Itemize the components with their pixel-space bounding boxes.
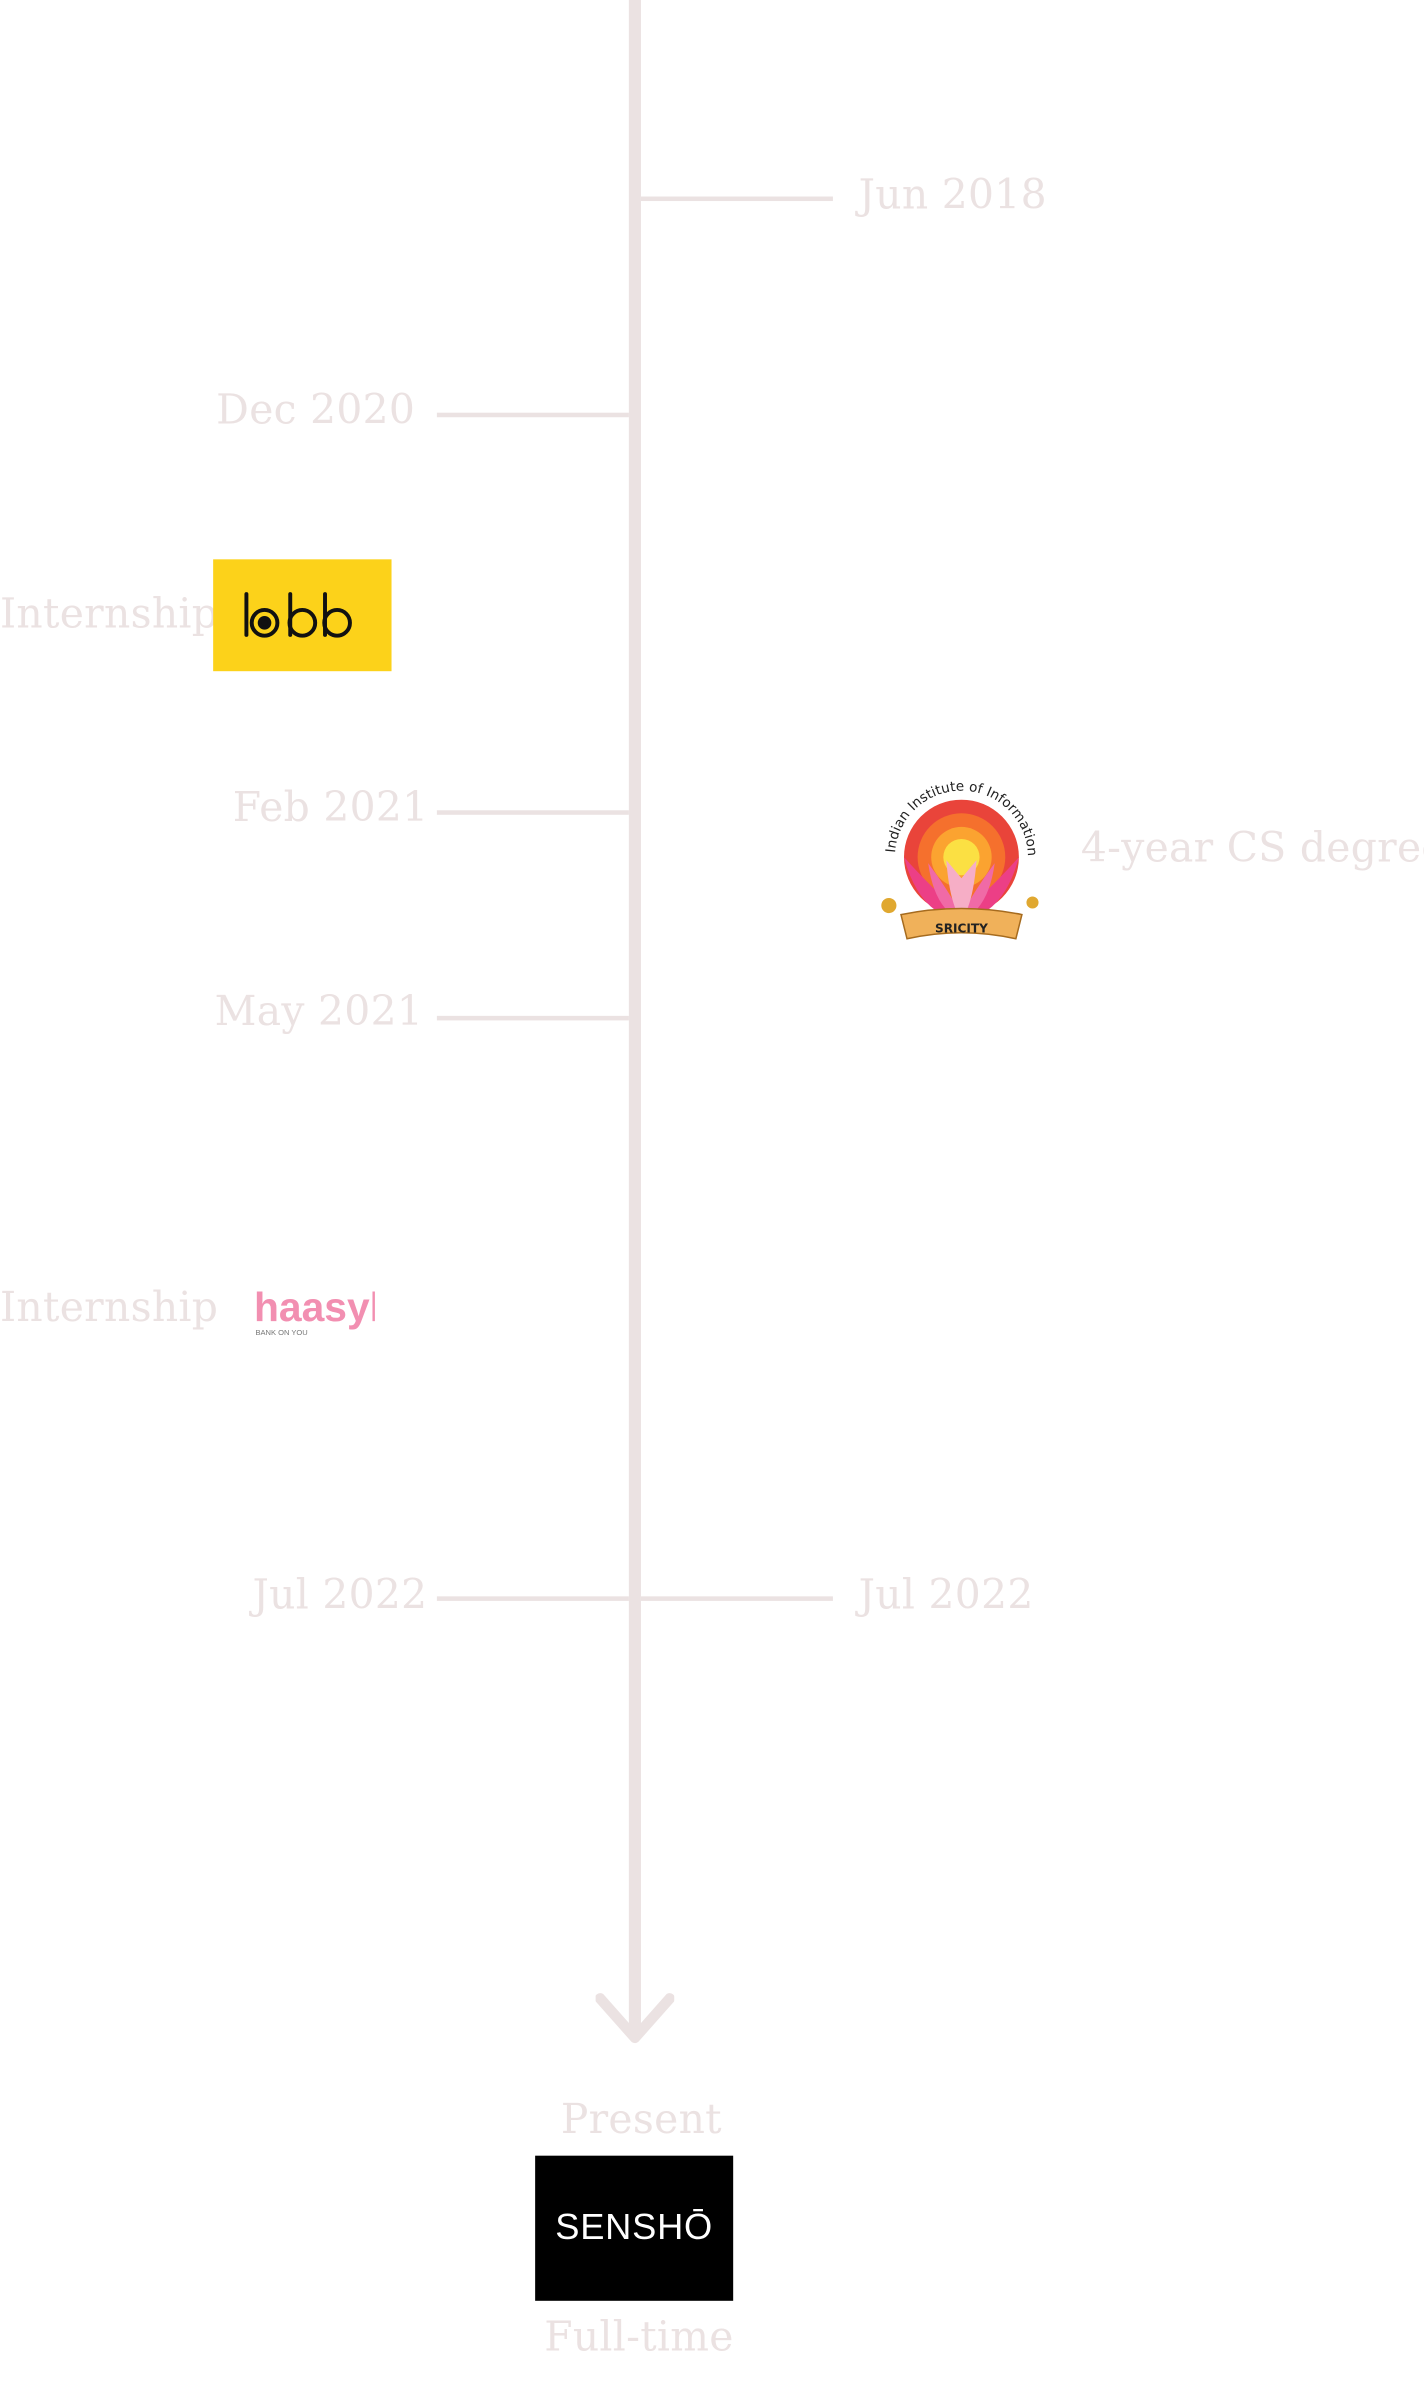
tick-jun-2018 (640, 196, 833, 202)
date-present: Present (560, 2096, 722, 2144)
arrow-down-icon (595, 1993, 675, 2044)
date-feb-2021: Feb 2021 (232, 784, 429, 832)
tick-jul-2022-left (436, 1596, 629, 1601)
date-may-2021: May 2021 (214, 988, 424, 1036)
date-jul-2022-right: Jul 2022 (858, 1572, 1034, 1620)
tick-jul-2022-right (640, 1596, 833, 1601)
sensho-logo: SENSHŌ (535, 2155, 734, 2301)
role-sensho: Full-time (544, 2314, 734, 2362)
date-dec-2020: Dec 2020 (216, 386, 416, 434)
role-iiit: 4-year CS degree (1080, 825, 1424, 873)
sensho-logo-text: SENSHŌ (555, 2207, 714, 2248)
timeline-axis (628, 0, 641, 2038)
tick-may-2021 (436, 1015, 629, 1021)
date-jul-2022-left: Jul 2022 (252, 1572, 428, 1620)
haasyl-logo: haasyl BANK ON YOU (251, 1279, 381, 1342)
tick-feb-2021 (436, 810, 629, 815)
haasyl-logo-text: haasyl (254, 1284, 375, 1330)
role-lobb: Internship (0, 591, 219, 638)
lobb-logo (213, 559, 392, 672)
role-haasyl: Internship (0, 1284, 219, 1332)
tick-dec-2020 (436, 412, 629, 418)
iiit-banner-text: SRICITY (935, 922, 988, 936)
iiit-logo: Indian Institute of Information Technolo… (869, 751, 1048, 941)
haasyl-logo-subtext: BANK ON YOU (255, 1328, 307, 1337)
date-jun-2018: Jun 2018 (858, 172, 1047, 220)
